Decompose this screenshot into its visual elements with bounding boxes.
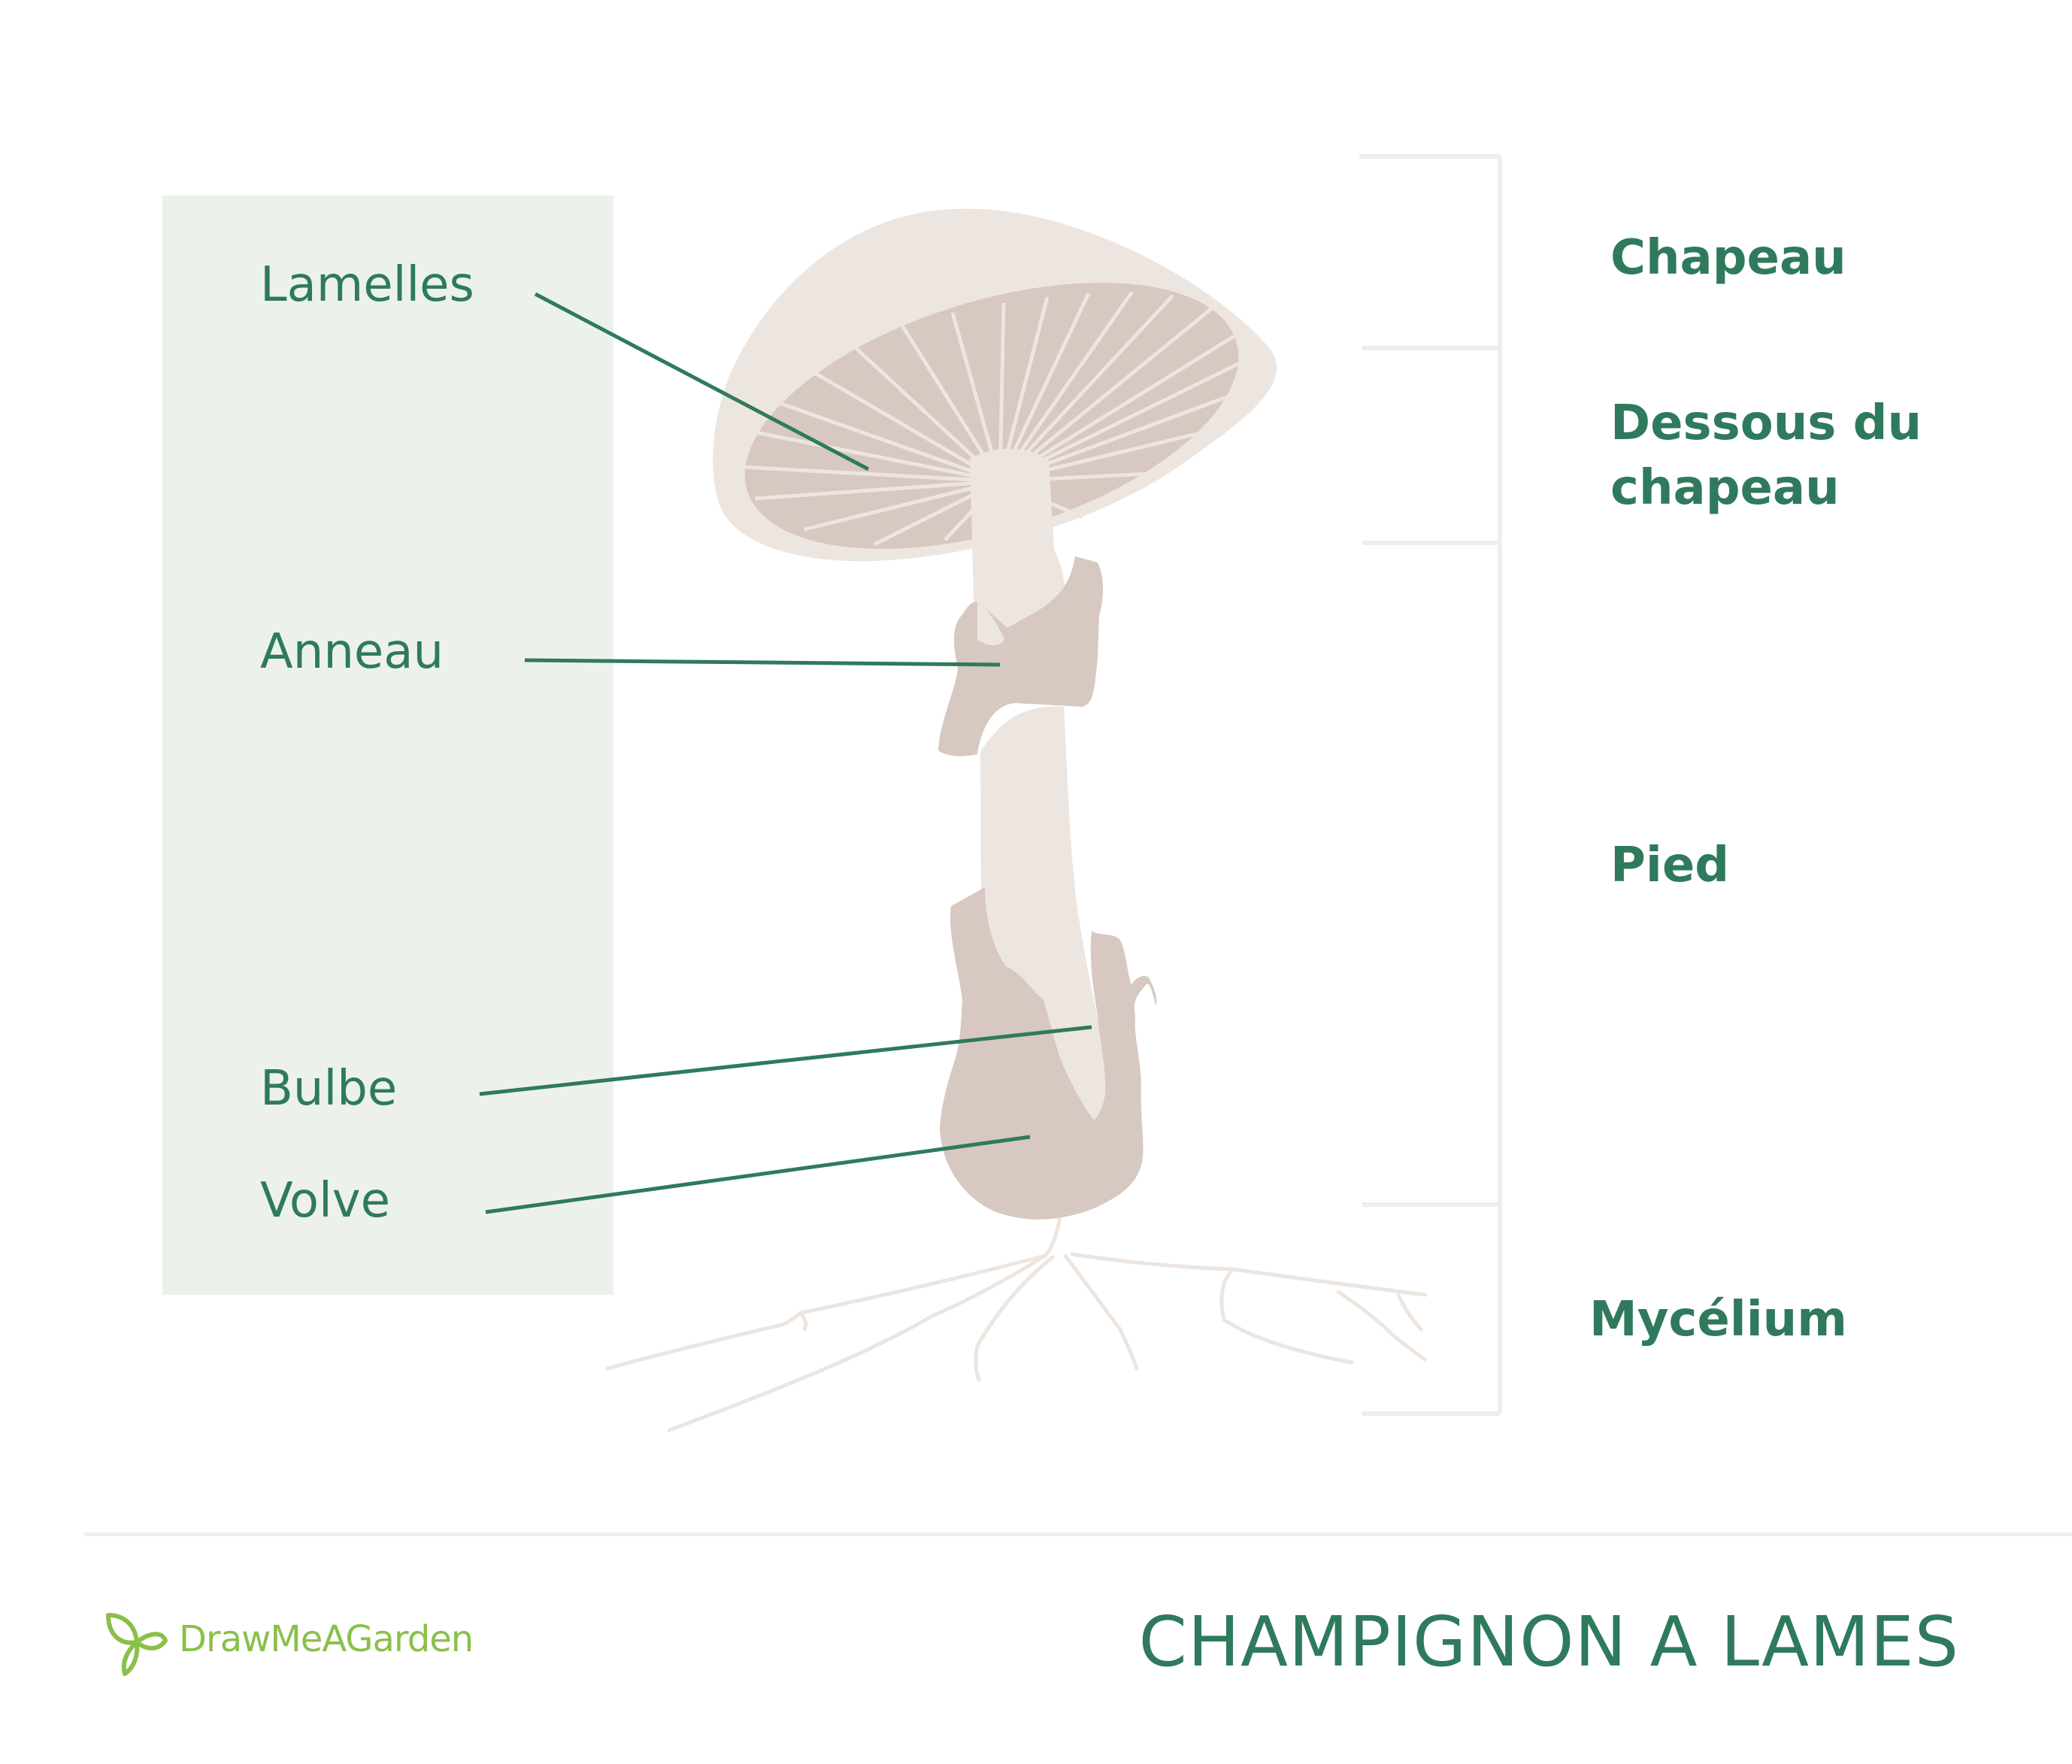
section-label-mycelium: Mycélium bbox=[1589, 1287, 1980, 1352]
section-label-dessous: Dessous du chapeau bbox=[1610, 391, 2001, 521]
footer-divider bbox=[84, 1532, 2072, 1536]
label-volve: Volve bbox=[260, 1170, 390, 1232]
diagram-title: CHAMPIGNON A LAMES bbox=[1139, 1602, 1959, 1682]
section-label-pied: Pied bbox=[1610, 833, 2001, 898]
label-lamelles: Lamelles bbox=[260, 254, 474, 317]
label-anneau: Anneau bbox=[260, 621, 444, 683]
brand-name: DrawMeAGarden bbox=[179, 1618, 473, 1660]
leaf-sprout-icon bbox=[105, 1599, 168, 1681]
section-label-chapeau: Chapeau bbox=[1610, 226, 2001, 290]
mycelium-roots bbox=[607, 1217, 1425, 1430]
section-bracket bbox=[1359, 156, 1500, 1414]
label-panel bbox=[162, 195, 613, 1295]
brand-logo: DrawMeAGarden bbox=[105, 1594, 473, 1684]
label-bulbe: Bulbe bbox=[260, 1058, 397, 1120]
